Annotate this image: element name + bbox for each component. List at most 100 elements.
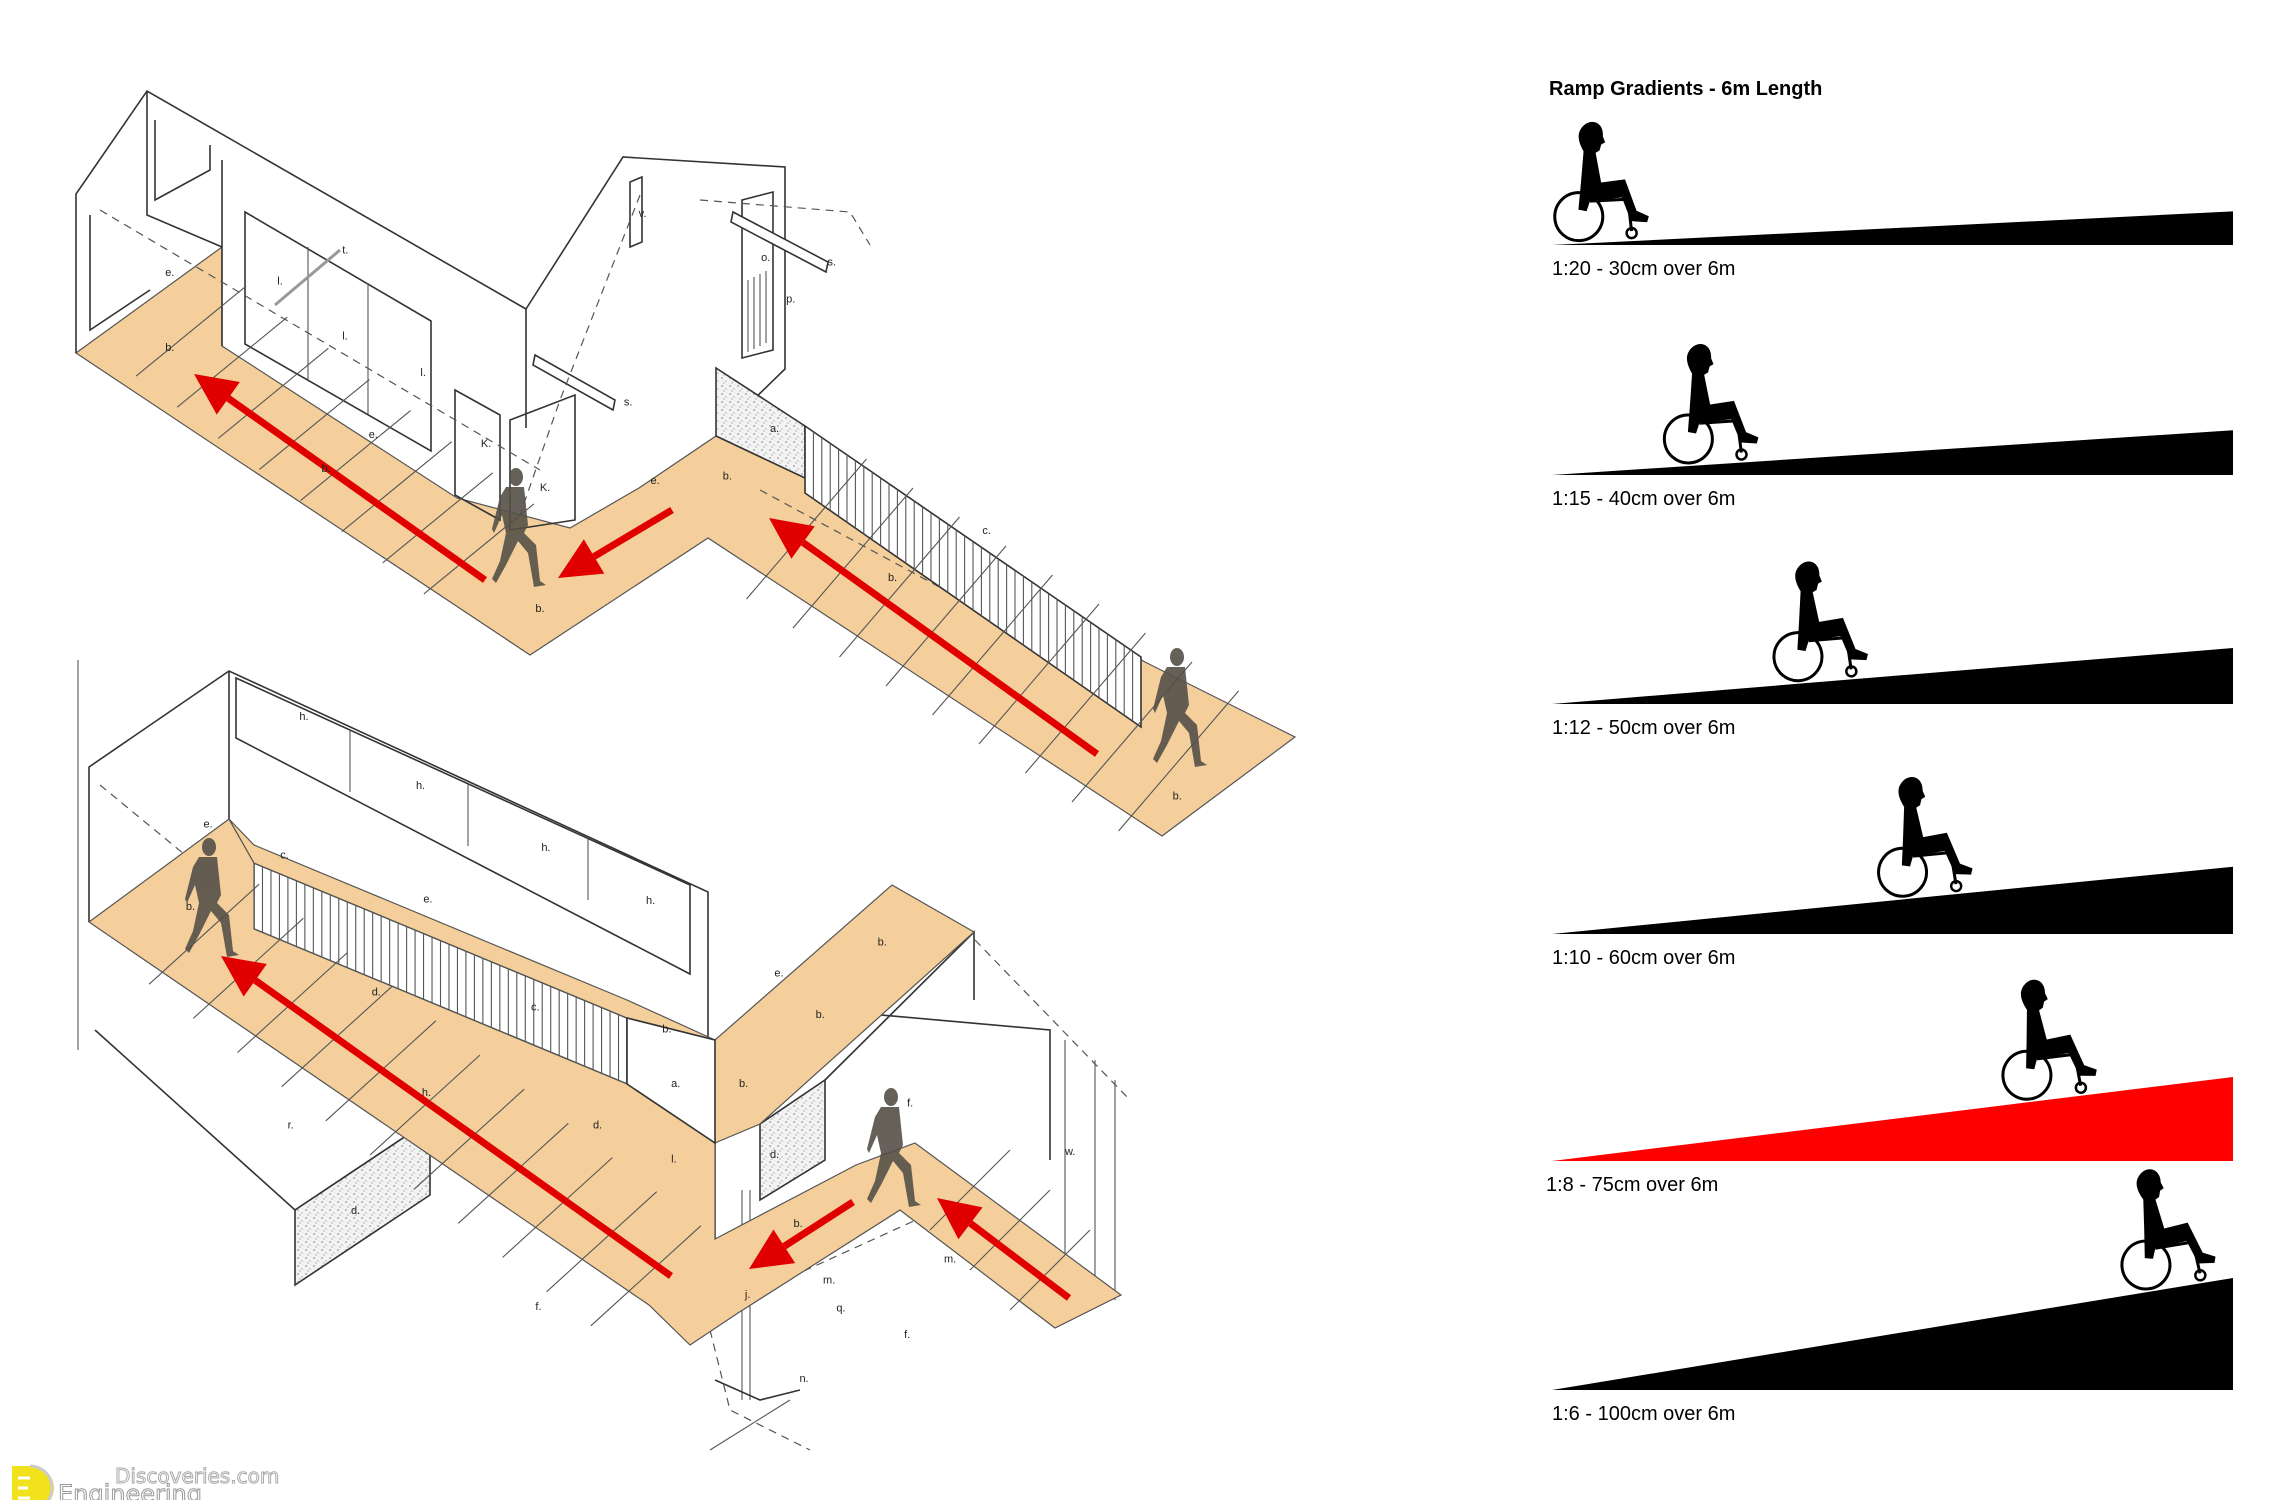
part-label: h. — [416, 780, 425, 792]
part-label: b. — [723, 470, 732, 482]
panel-title: Ramp Gradients - 6m Length — [1549, 78, 1822, 100]
part-label: c. — [982, 525, 991, 537]
part-label: c. — [280, 849, 289, 861]
part-label: d. — [372, 987, 381, 999]
ramp-gradients-panel: Ramp Gradients - 6m Length 1:20 - 30cm o… — [1546, 78, 2233, 1425]
part-label: d. — [351, 1205, 360, 1217]
part-label: d. — [593, 1119, 602, 1131]
direction-arrow-shaft — [801, 539, 1100, 757]
wheelchair-user-icon — [2120, 1169, 2216, 1291]
part-label: j. — [744, 1289, 751, 1301]
bottom-direction-arrows — [221, 956, 1072, 1301]
ramp-1-10: 1:10 - 60cm over 6m — [1552, 777, 2233, 969]
part-label: p. — [786, 293, 795, 305]
floor-tile-joint — [217, 347, 329, 439]
bottom-steps — [626, 1016, 716, 1145]
part-label: h. — [422, 1087, 431, 1099]
floor-tile-joint — [341, 441, 453, 533]
part-label: m. — [823, 1274, 835, 1286]
floor-tile-joint — [932, 574, 1053, 716]
floor-tile-joint — [978, 603, 1100, 745]
walking-person-icon — [867, 1088, 921, 1207]
floor-tile-joint — [176, 316, 288, 408]
top-railing — [804, 424, 1142, 729]
part-label: h. — [299, 711, 308, 723]
ramp-wedge — [1552, 211, 2233, 245]
ramp-1-12: 1:12 - 50cm over 6m — [1552, 561, 2233, 739]
direction-arrow-head — [749, 1229, 796, 1269]
ramp-1-6: 1:6 - 100cm over 6m — [1552, 1169, 2233, 1425]
part-label: K. — [481, 438, 491, 450]
part-label: e. — [650, 475, 659, 487]
part-label: e. — [165, 267, 174, 279]
walking-person-icon — [185, 838, 239, 957]
part-label: b. — [165, 342, 174, 354]
part-label: f. — [907, 1097, 913, 1109]
part-label: l. — [671, 1153, 677, 1165]
part-label: b. — [535, 603, 544, 615]
part-label: b. — [1173, 790, 1182, 802]
direction-arrow-shaft — [226, 395, 488, 583]
floor-tile-joint — [259, 379, 370, 470]
part-label: l. — [277, 276, 283, 288]
wheelchair-user-icon — [1877, 777, 1973, 898]
part-label: s. — [624, 397, 633, 409]
part-label: v. — [639, 208, 647, 220]
direction-arrow-head — [558, 539, 605, 578]
floor-tile-joint — [135, 285, 247, 377]
ramp-1-20: 1:20 - 30cm over 6m — [1552, 121, 2233, 280]
wheelchair-user-icon — [1662, 344, 1759, 465]
ramp-label: 1:15 - 40cm over 6m — [1552, 488, 1735, 510]
part-label: a. — [671, 1078, 680, 1090]
wheelchair-user-icon — [2001, 979, 2097, 1101]
bottom-part-labels: h.h.h.h.e.c.e.b.d.c.b.a.b.b.e.b.h.d.l.d.… — [186, 711, 1076, 1385]
part-label: m. — [944, 1254, 956, 1266]
floor-tile-joint — [502, 1157, 613, 1258]
watermark-line2: Engineering — [58, 1480, 202, 1500]
walking-person-icon — [492, 468, 546, 587]
part-label: b. — [739, 1078, 748, 1090]
floor-tile-joint — [1025, 632, 1146, 774]
part-label: f. — [535, 1301, 541, 1313]
top-floor-path — [74, 245, 1297, 837]
top-direction-arrows — [194, 374, 1100, 757]
floor-tile-joint — [237, 952, 348, 1053]
floor-tile-joint — [148, 883, 260, 985]
part-label: e. — [423, 894, 432, 906]
bottom-people — [185, 838, 921, 1207]
ramp-label: 1:12 - 50cm over 6m — [1552, 717, 1735, 739]
part-label: c. — [531, 1001, 540, 1013]
floor-tile-joint — [300, 410, 411, 501]
floor-tile-joint — [885, 545, 1007, 687]
direction-arrow-head — [194, 374, 240, 415]
floor-tile-joint — [792, 487, 914, 629]
part-label: f. — [904, 1329, 910, 1341]
wheelchair-user-icon — [1553, 121, 1649, 243]
direction-arrow-shaft — [592, 506, 674, 560]
part-label: b. — [662, 1024, 671, 1036]
ramp-label: 1:8 - 75cm over 6m — [1546, 1174, 1718, 1196]
ramp-1-8: 1:8 - 75cm over 6m — [1546, 979, 2233, 1196]
part-label: d. — [770, 1149, 779, 1161]
floor-tile-joint — [382, 472, 494, 564]
top-building-lines — [75, 89, 1142, 729]
direction-arrow-head — [937, 1198, 983, 1240]
part-label: e. — [774, 967, 783, 979]
floor-tile-joint — [457, 1122, 569, 1224]
direction-arrow-head — [221, 956, 267, 997]
part-label: h. — [646, 895, 655, 907]
part-label: o. — [761, 252, 770, 264]
part-label: w. — [1064, 1146, 1075, 1158]
watermark-line1: Discoveries.com — [115, 1464, 279, 1488]
ramp-1-15: 1:15 - 40cm over 6m — [1552, 344, 2233, 510]
part-label: b. — [888, 572, 897, 584]
ed-logo — [12, 1464, 54, 1500]
bottom-isometric-drawing: h.h.h.h.e.c.e.b.d.c.b.a.b.b.e.b.h.d.l.d.… — [77, 660, 1131, 1451]
part-label: b. — [878, 936, 887, 948]
floor-tile-joint — [546, 1191, 658, 1293]
floor-tile-joint — [1118, 690, 1239, 832]
watermark: Discoveries.com Engineering — [12, 1464, 280, 1500]
part-label: e. — [204, 818, 213, 830]
part-label: e. — [369, 429, 378, 441]
